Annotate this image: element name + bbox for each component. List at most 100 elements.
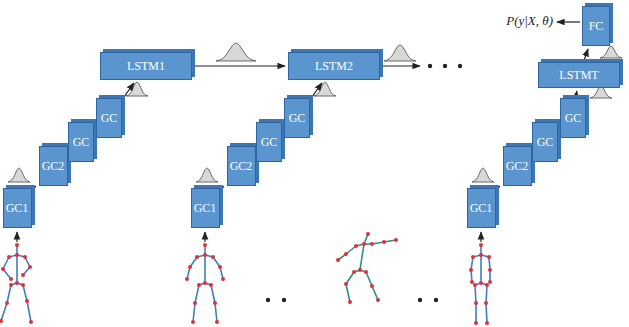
joint [470,280,474,284]
block-label: LSTM2 [315,59,353,74]
graph-conv-block: GC [284,98,310,138]
block-label: GC1 [194,201,217,216]
joint [203,253,207,257]
joint [354,244,358,248]
joint [370,284,374,288]
joint [28,265,32,269]
gaussian-curve [384,45,416,61]
joint [376,298,380,302]
dot [428,64,432,68]
joint [364,270,368,274]
block-label: GC [289,111,306,126]
skeleton [0,243,33,324]
bone [211,285,215,303]
block-label: GC [261,135,278,150]
joint [352,270,356,274]
curve-base [196,182,218,183]
bone [1,303,7,321]
joint [29,320,33,324]
joint [21,283,25,287]
bone [346,284,350,302]
joint [215,320,219,324]
joint [209,283,213,287]
joint [193,301,197,305]
bone [7,285,11,303]
bone [27,301,31,322]
joint [25,299,29,303]
graph-conv-block: GC [560,98,586,138]
joint [7,255,11,259]
bone [486,303,487,323]
ellipsis-dots [266,64,462,302]
output-arrow [557,21,580,22]
joint [348,300,352,304]
joint [471,255,475,259]
dot [266,298,270,302]
bone [16,255,18,283]
output-probability: P(y|X, θ) [506,13,553,29]
joint [358,268,362,272]
joint [221,277,225,281]
joint [487,255,491,259]
joint [382,240,386,244]
bone [204,255,206,283]
skeleton [469,243,492,325]
joint [366,232,370,236]
graph-conv-block: GC2 [503,146,532,186]
curve-base [314,96,336,97]
bone [486,285,487,303]
bone [23,285,27,301]
bone [366,272,372,286]
joint [23,255,27,259]
joint [362,242,366,246]
graph-conv-block: GC2 [227,146,256,186]
joint [203,281,207,285]
curve-base [216,61,256,62]
lstm-block: LSTMT [538,62,620,88]
joint [473,283,477,287]
curve-base [472,182,494,183]
joint [197,283,201,287]
flow-arrow [311,83,322,98]
dot [458,64,462,68]
joint [469,268,473,272]
flow-arrow [123,83,134,98]
input-arrow [204,232,205,242]
block-label: GC [565,111,582,126]
flow-arrow [575,91,577,97]
joint [9,277,13,281]
joint [479,281,483,285]
joint [185,277,189,281]
skeleton-figures [0,232,492,325]
block-label: GC2 [506,159,529,174]
joint [188,265,192,269]
joint [195,255,199,259]
joint [479,253,483,257]
bone [193,303,195,322]
bone [3,257,9,269]
gaussian-curve [472,168,494,182]
lstm-block: LSTM1 [100,52,192,80]
joint [9,283,13,287]
joint [394,238,398,242]
dot [443,64,447,68]
fc-layer: FC [582,6,610,46]
flow-arrow [193,65,285,66]
block-label: LSTMT [559,68,598,83]
joint [484,301,488,305]
joint [479,243,483,247]
graph-conv-block: GC1 [467,188,496,228]
gaussian-curve [8,168,30,182]
joint [211,255,215,259]
block-label: GC [537,135,554,150]
flow-arrow [497,186,500,190]
graph-conv-block: GC [256,122,282,162]
curve-base [8,182,30,183]
graph-conv-block: GC [96,98,122,138]
sequence-arrow [383,65,420,66]
joint [485,283,489,287]
joint [474,301,478,305]
graph-conv-block: GC1 [191,188,220,228]
bone [372,286,378,300]
